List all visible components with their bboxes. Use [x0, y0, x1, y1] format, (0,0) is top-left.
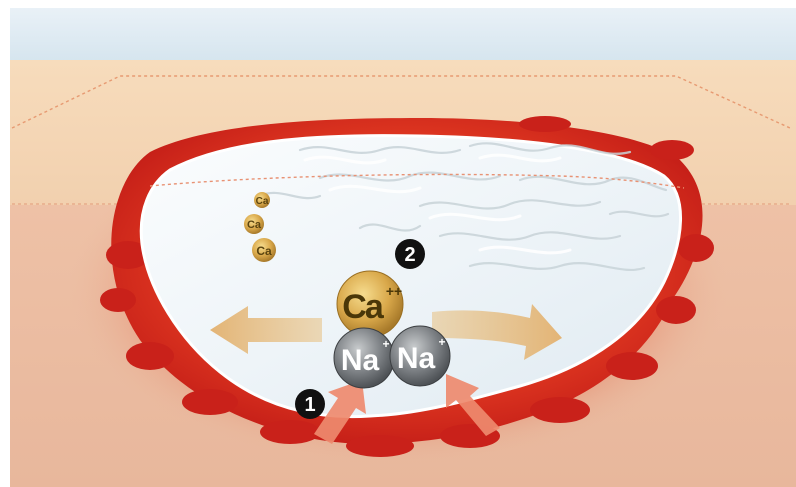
sodium-left-charge: + — [382, 337, 389, 351]
marker-2-label: 2 — [404, 244, 415, 266]
sodium-right-charge: + — [438, 335, 445, 349]
marker-1: 1 — [295, 389, 325, 419]
sodium-ion-left: Na + — [334, 328, 394, 388]
calcium-small-label-2: Ca — [247, 219, 262, 231]
sodium-ion-right: Na + — [390, 326, 450, 386]
sodium-right-label: Na — [397, 342, 436, 375]
sodium-left-label: Na — [341, 344, 380, 377]
calcium-small-label-1: Ca — [256, 196, 269, 207]
marker-1-label: 1 — [304, 394, 315, 416]
calcium-ion: Ca ++ — [337, 271, 403, 337]
marker-2: 2 — [395, 239, 425, 269]
sky-background — [10, 8, 796, 66]
calcium-label: Ca — [342, 288, 385, 326]
calcium-small-label-3: Ca — [256, 244, 272, 258]
calcium-charge: ++ — [386, 283, 402, 299]
